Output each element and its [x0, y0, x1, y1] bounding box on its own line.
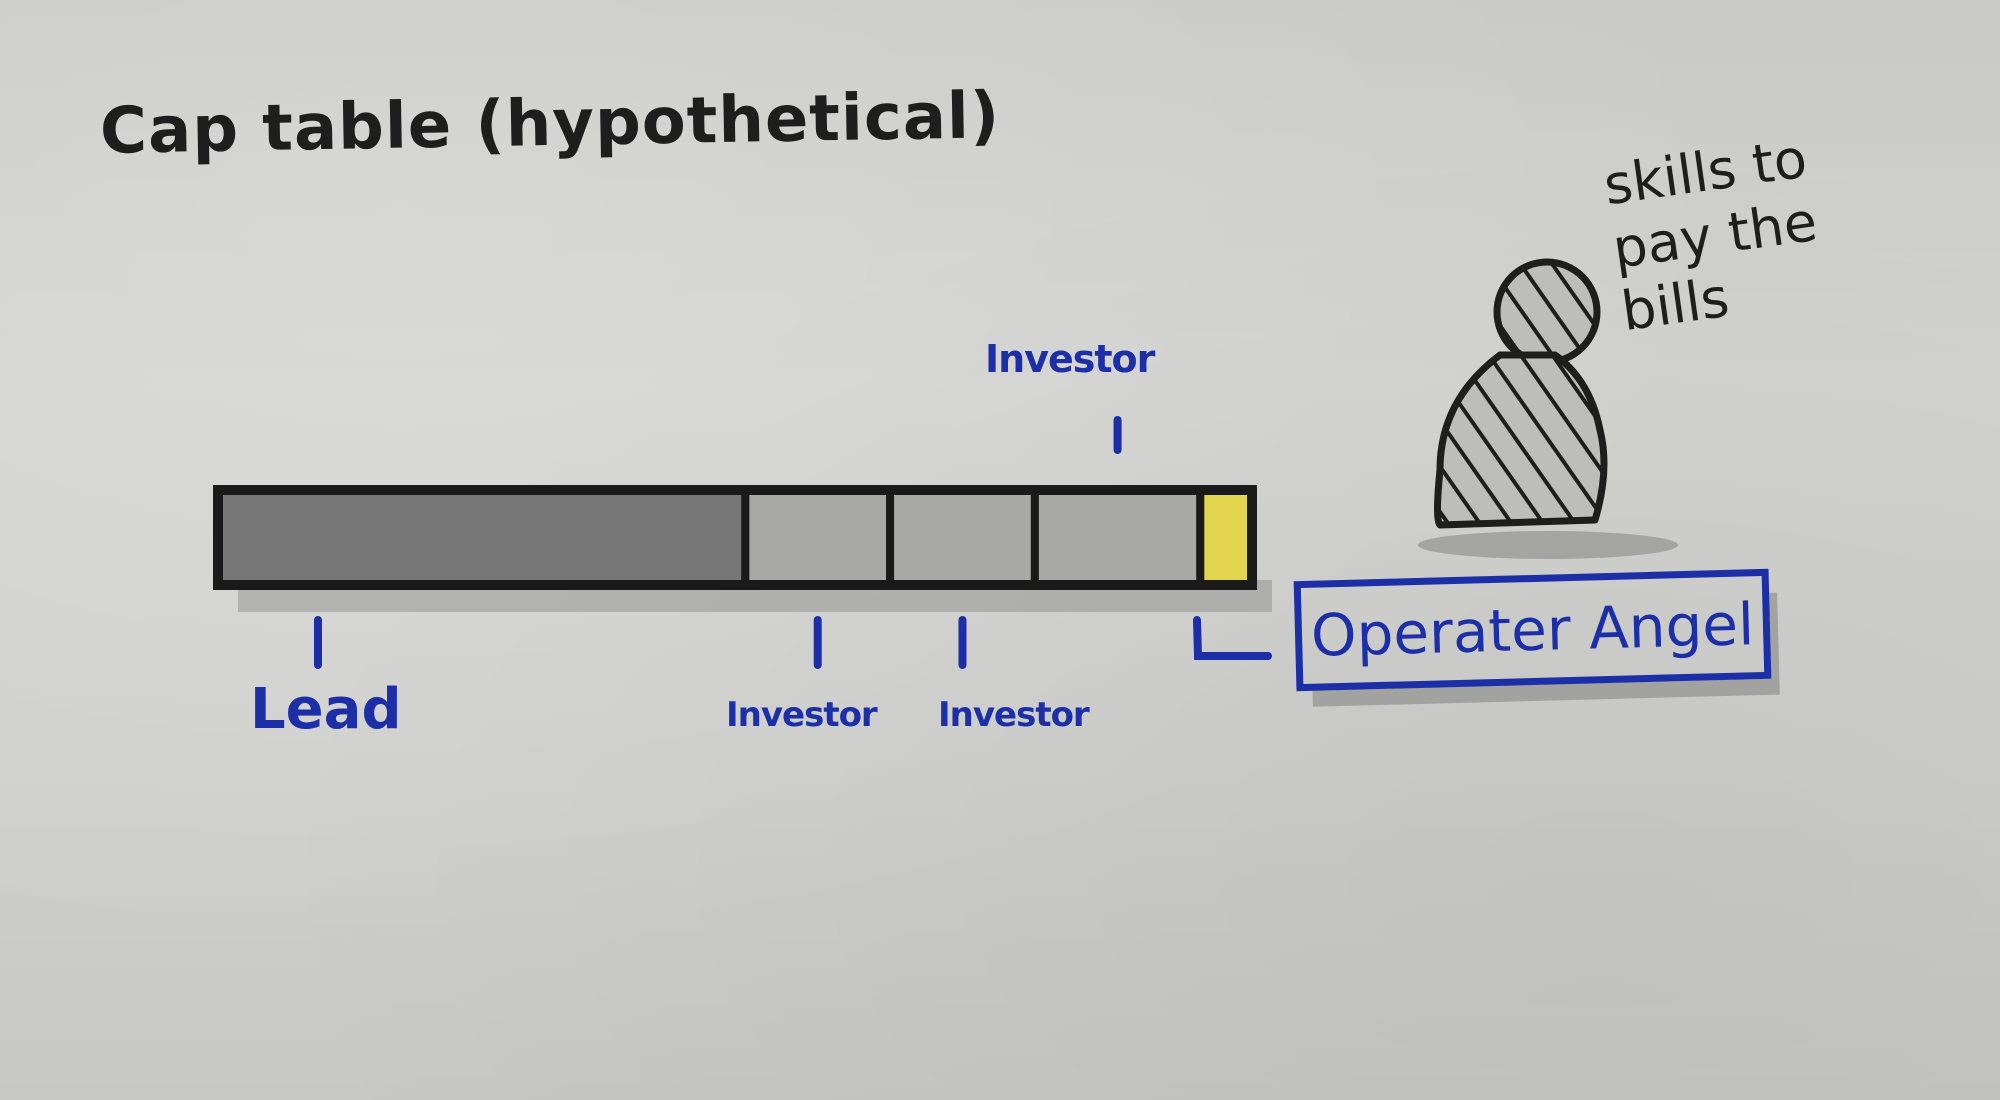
- bar-segment-1: [214, 486, 750, 589]
- bar-segment-5: [1196, 486, 1257, 589]
- label-ticks: [314, 416, 1122, 669]
- angel-connector: [1193, 616, 1272, 660]
- label-investor-2: Investor: [938, 695, 1090, 735]
- operator-angel-label: Operater Angel: [1310, 590, 1755, 670]
- page-title: Cap table (hypothetical): [99, 79, 1001, 169]
- bar-segment-3: [886, 486, 1039, 589]
- cap-table-bar: [213, 485, 1257, 590]
- label-investor-1: Investor: [726, 695, 878, 735]
- label-investor-top: Investor: [985, 337, 1155, 381]
- person-pawn-icon: [1418, 258, 1678, 559]
- operator-angel-box: Operater Angel: [1293, 568, 1772, 692]
- label-lead: Lead: [250, 677, 402, 742]
- bar-segment-4: [1030, 486, 1205, 589]
- bar-segment-2: [741, 486, 895, 589]
- bar-outline: [213, 485, 1257, 590]
- person-note: skills to pay the bills: [1600, 126, 1821, 344]
